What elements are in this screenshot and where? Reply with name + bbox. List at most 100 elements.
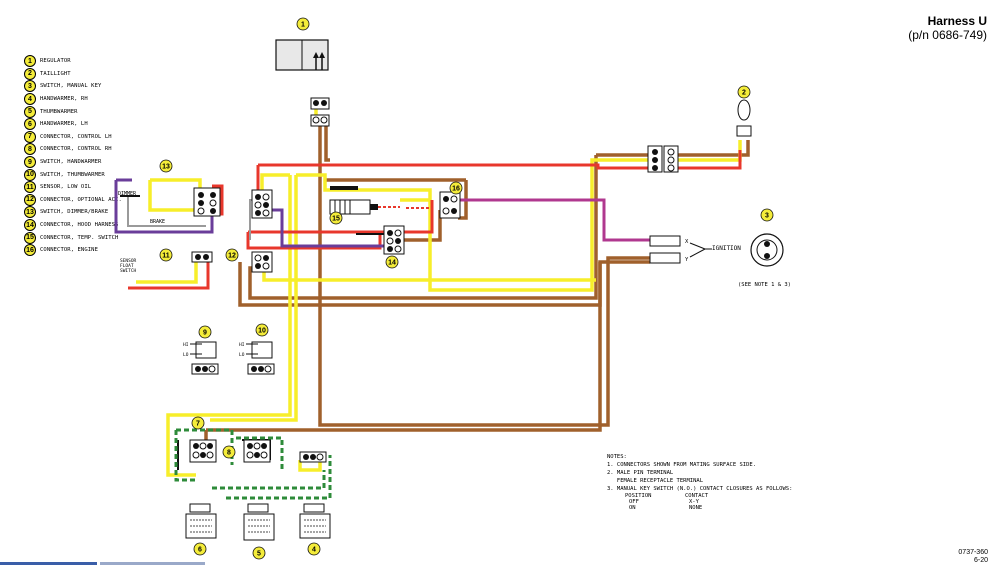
note-r2-contact: NONE [689,505,703,511]
legend-number: 7 [24,130,36,143]
sensor-label: SENSOR [120,258,137,264]
callout-1: 1 [296,17,310,31]
callout-number: 3 [765,213,769,220]
callout-2: 2 [737,85,751,99]
callout-5: 5 [252,546,266,560]
callout-10: 10 [255,323,269,337]
legend-number: 6 [24,118,36,131]
callout-number: 5 [257,551,261,558]
callout-7: 7 [191,416,205,430]
legend-number: 13 [24,206,36,219]
legend-label: REGULATOR [40,58,71,65]
legend-label: TAILLIGHT [40,70,71,77]
note-col-contact: CONTACT [685,493,709,499]
regulator-component [275,39,330,127]
legend-number: 10 [24,168,36,181]
legend-number: 15 [24,231,36,244]
hw-hi-label: HI [183,342,189,348]
callout-13: 13 [159,159,173,173]
note-r2-position: ON [629,505,636,511]
callout-14: 14 [385,255,399,269]
figure-code: 0737-360 [958,549,988,556]
switch-label: SWITCH [120,268,137,274]
callout-number: 13 [162,164,170,171]
float-label: FLOAT [120,263,134,269]
legend-label: HANDWARMER, LH [40,121,88,128]
callout-12: 12 [225,248,239,262]
legend-number: 11 [24,181,36,194]
note-2b: FEMALE RECEPTACLE TERMINAL [607,478,704,484]
legend-label: CONNECTOR, OPTIONAL ACC. [40,196,122,203]
callout-15: 15 [329,211,343,225]
optional-acc-connector [251,251,273,273]
diagram-title: Harness U (p/n 0686-749) [908,14,987,42]
legend-label: CONNECTOR, ENGINE [40,247,98,254]
dimmer-label: DIMMER [118,191,137,197]
legend-item: 5 THUMBWARMER [24,105,122,118]
taskbar-button-2[interactable] [100,562,205,565]
part-number: (p/n 0686-749) [908,28,987,42]
legend-number: 16 [24,244,36,257]
legend-number: 1 [24,55,36,68]
legend-number: 12 [24,193,36,206]
ignition-x-label: X [685,239,689,245]
callout-number: 12 [228,253,236,260]
brake-label: BRAKE [150,219,165,225]
handwarmer-lh-element [185,503,217,539]
legend-label: CONNECTOR, CONTROL RH [40,146,112,153]
page-number: 6-20 [973,557,988,564]
callout-number: 8 [227,450,231,457]
ignition-label: IGNITION [712,245,741,252]
legend-number: 14 [24,219,36,232]
warmer-connector [299,451,327,463]
legend-number: 4 [24,93,36,106]
callout-8: 8 [222,445,236,459]
legend-item: 12 CONNECTOR, OPTIONAL ACC. [24,193,122,207]
handwarmer-switch: HI LO [183,341,219,375]
callout-number: 4 [312,547,316,554]
see-note-label: (SEE NOTE 1 & 3) [738,282,791,288]
callout-number: 10 [258,328,266,335]
note-r1-position: OFF [629,499,639,505]
callout-number: 7 [196,421,200,428]
green-wires [174,428,332,500]
footer-code: 0737-360 6-20 [958,549,988,565]
legend-number: 8 [24,143,36,156]
ignition-y-label: Y [685,257,689,263]
legend-item: 7 CONNECTOR, CONTROL LH [24,130,122,144]
callout-9: 9 [198,325,212,339]
junction-connector [251,189,273,219]
note-r1-contact: X-Y [689,499,699,505]
callout-number: 1 [301,22,305,29]
tw-hi-label: HI [239,342,245,348]
thumbwarmer-element [243,503,275,541]
legend-label: THUMBWARMER [40,108,78,115]
magenta-wire [458,198,650,242]
callout-number: 9 [203,330,207,337]
taskbar-button-1[interactable] [0,562,97,565]
callout-number: 6 [198,547,202,554]
control-lh-connector [189,439,217,463]
legend-item: 1 REGULATOR [24,55,122,68]
handwarmer-rh-element [299,503,331,539]
legend-number: 9 [24,156,36,169]
tw-lo-label: LO [239,352,245,358]
engine-connector [406,191,461,230]
note-col-position: POSITION [625,493,652,499]
notes-heading: NOTES: [607,454,627,460]
callout-11: 11 [159,248,173,262]
legend-label: SWITCH, DIMMER/BRAKE [40,209,109,216]
taillight-component [647,99,752,173]
callout-6: 6 [193,542,207,556]
legend-label: CONNECTOR, CONTROL LH [40,133,112,140]
legend-number: 5 [24,105,36,118]
legend-label: SWITCH, MANUAL KEY [40,83,102,90]
